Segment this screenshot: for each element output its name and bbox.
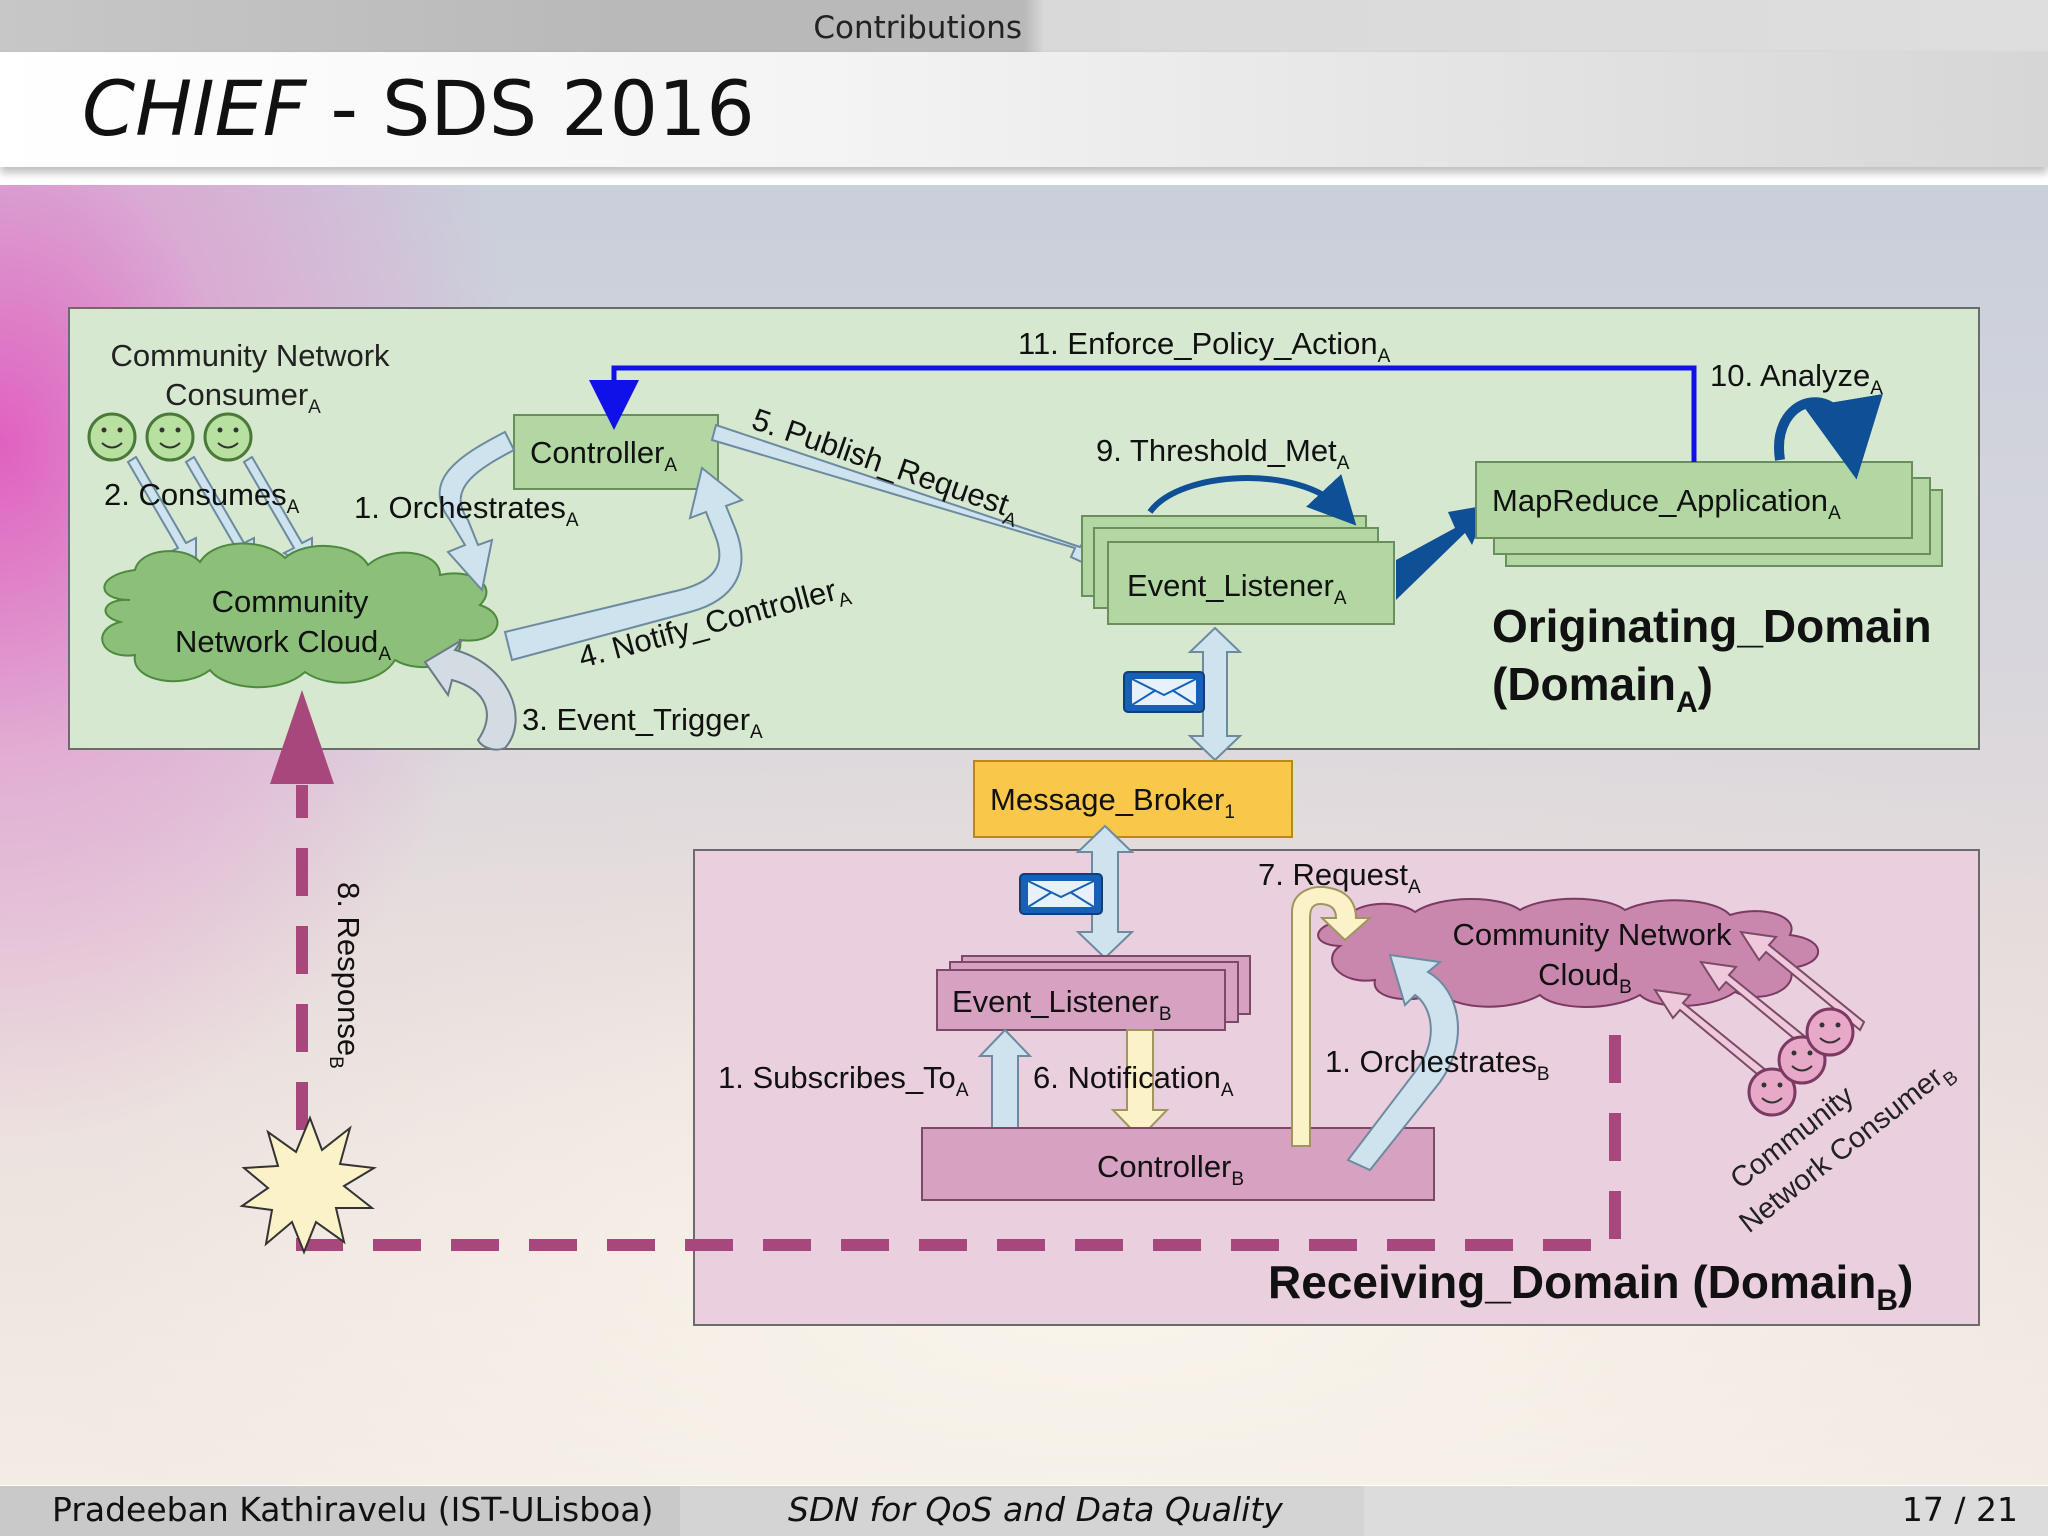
- footer-page-section: 17 / 21: [1364, 1486, 2048, 1536]
- event-listener-b-stack: [936, 955, 1251, 1031]
- request-b-label: 7. RequestA: [1258, 857, 1421, 898]
- response-dashed-line: [296, 785, 1621, 1251]
- response-arrowhead: [270, 690, 334, 784]
- title-rest: - SDS 2016: [306, 64, 755, 153]
- footer-author: Pradeeban Kathiravelu (IST-ULisboa): [52, 1490, 654, 1529]
- notification-arrow: [1110, 1029, 1170, 1140]
- slide-title: CHIEF - SDS 2016: [82, 64, 755, 153]
- footer-talk-title: SDN for QoS and Data Quality: [788, 1490, 1283, 1529]
- subscribes-to-label: 1. Subscribes_ToA: [718, 1060, 969, 1101]
- consumer-b-icon: [1747, 1007, 1855, 1117]
- threshold-met-arrow: [1147, 474, 1357, 526]
- analyze-arrow: [1774, 393, 1883, 480]
- controller-b-box: [921, 1127, 1435, 1201]
- cloud-a-label: Community: [212, 584, 369, 619]
- consumer-a-icon: [87, 412, 253, 462]
- orchestrates-a-label: 1. OrchestratesA: [354, 490, 579, 531]
- controller-a-label: ControllerA: [530, 435, 677, 476]
- event-trigger-label: 3. Event_TriggerA: [522, 702, 763, 743]
- consumer-a-label: Community Network: [110, 338, 390, 373]
- footer-title-section: SDN for QoS and Data Quality: [680, 1486, 1364, 1536]
- originating-domain-label: Originating_Domain: [1492, 600, 1932, 652]
- consumer-a-label-2: ConsumerA: [165, 377, 321, 418]
- message-icon-a: [1123, 671, 1205, 713]
- request-b-arrow: [1291, 886, 1373, 1147]
- cloud-b-label: Community Network: [1452, 917, 1732, 952]
- title-bar: [0, 52, 2048, 167]
- orchestrates-b-arrow: [1346, 953, 1459, 1172]
- originating-domain-label-2: (DomainA): [1492, 658, 1713, 719]
- cloud-a-shape: [101, 542, 499, 689]
- orchestrates-b-label: 1. OrchestratesB: [1325, 1044, 1550, 1085]
- threshold-met-label: 9. Threshold_MetA: [1096, 433, 1350, 474]
- notification-label: 6. NotificationA: [1033, 1060, 1234, 1101]
- footer-author-section: Pradeeban Kathiravelu (IST-ULisboa): [0, 1486, 680, 1536]
- event-listener-a-label: Event_ListenerA: [1127, 568, 1347, 609]
- title-italic: CHIEF: [82, 64, 307, 153]
- event-listener-a-stack: [1081, 515, 1395, 625]
- orchestrates-a-arrow: [438, 430, 516, 593]
- enforce-policy-label: 11. Enforce_Policy_ActionA: [1018, 326, 1391, 367]
- event-trigger-arrow: [423, 639, 517, 751]
- mapreduce-a-label: MapReduce_ApplicationA: [1492, 483, 1841, 524]
- response-label: 8. ResponseB: [325, 882, 366, 1069]
- section-title: Contributions: [813, 10, 1022, 46]
- receiving-domain-label: Receiving_Domain (DomainB): [1268, 1256, 1913, 1317]
- footer-bar: Pradeeban Kathiravelu (IST-ULisboa) SDN …: [0, 1486, 2048, 1536]
- cloud-a-label-2: Network CloudA: [175, 624, 391, 665]
- cloud-b-label-2: CloudB: [1538, 957, 1632, 998]
- event-listener-b-label: Event_ListenerB: [952, 984, 1172, 1025]
- message-broker-label: Message_Broker1: [990, 782, 1235, 823]
- enforce-policy-arrow: [589, 365, 1697, 462]
- analyze-label: 10. AnalyzeA: [1710, 358, 1883, 399]
- consumes-label: 2. ConsumesA: [104, 477, 300, 518]
- event-burst-icon: [239, 1115, 378, 1255]
- message-icon-b: [1019, 873, 1103, 915]
- mapreduce-a-stack: [1475, 461, 1943, 567]
- message-broker-box: [973, 760, 1293, 838]
- event-to-mapreduce-arrow: [1396, 505, 1488, 600]
- top-navigation-bar: Contributions: [0, 0, 2048, 52]
- notify-controller-arrow: [503, 466, 744, 662]
- controller-b-label: ControllerB: [1097, 1149, 1244, 1190]
- page-number: 17 / 21: [1901, 1490, 2018, 1529]
